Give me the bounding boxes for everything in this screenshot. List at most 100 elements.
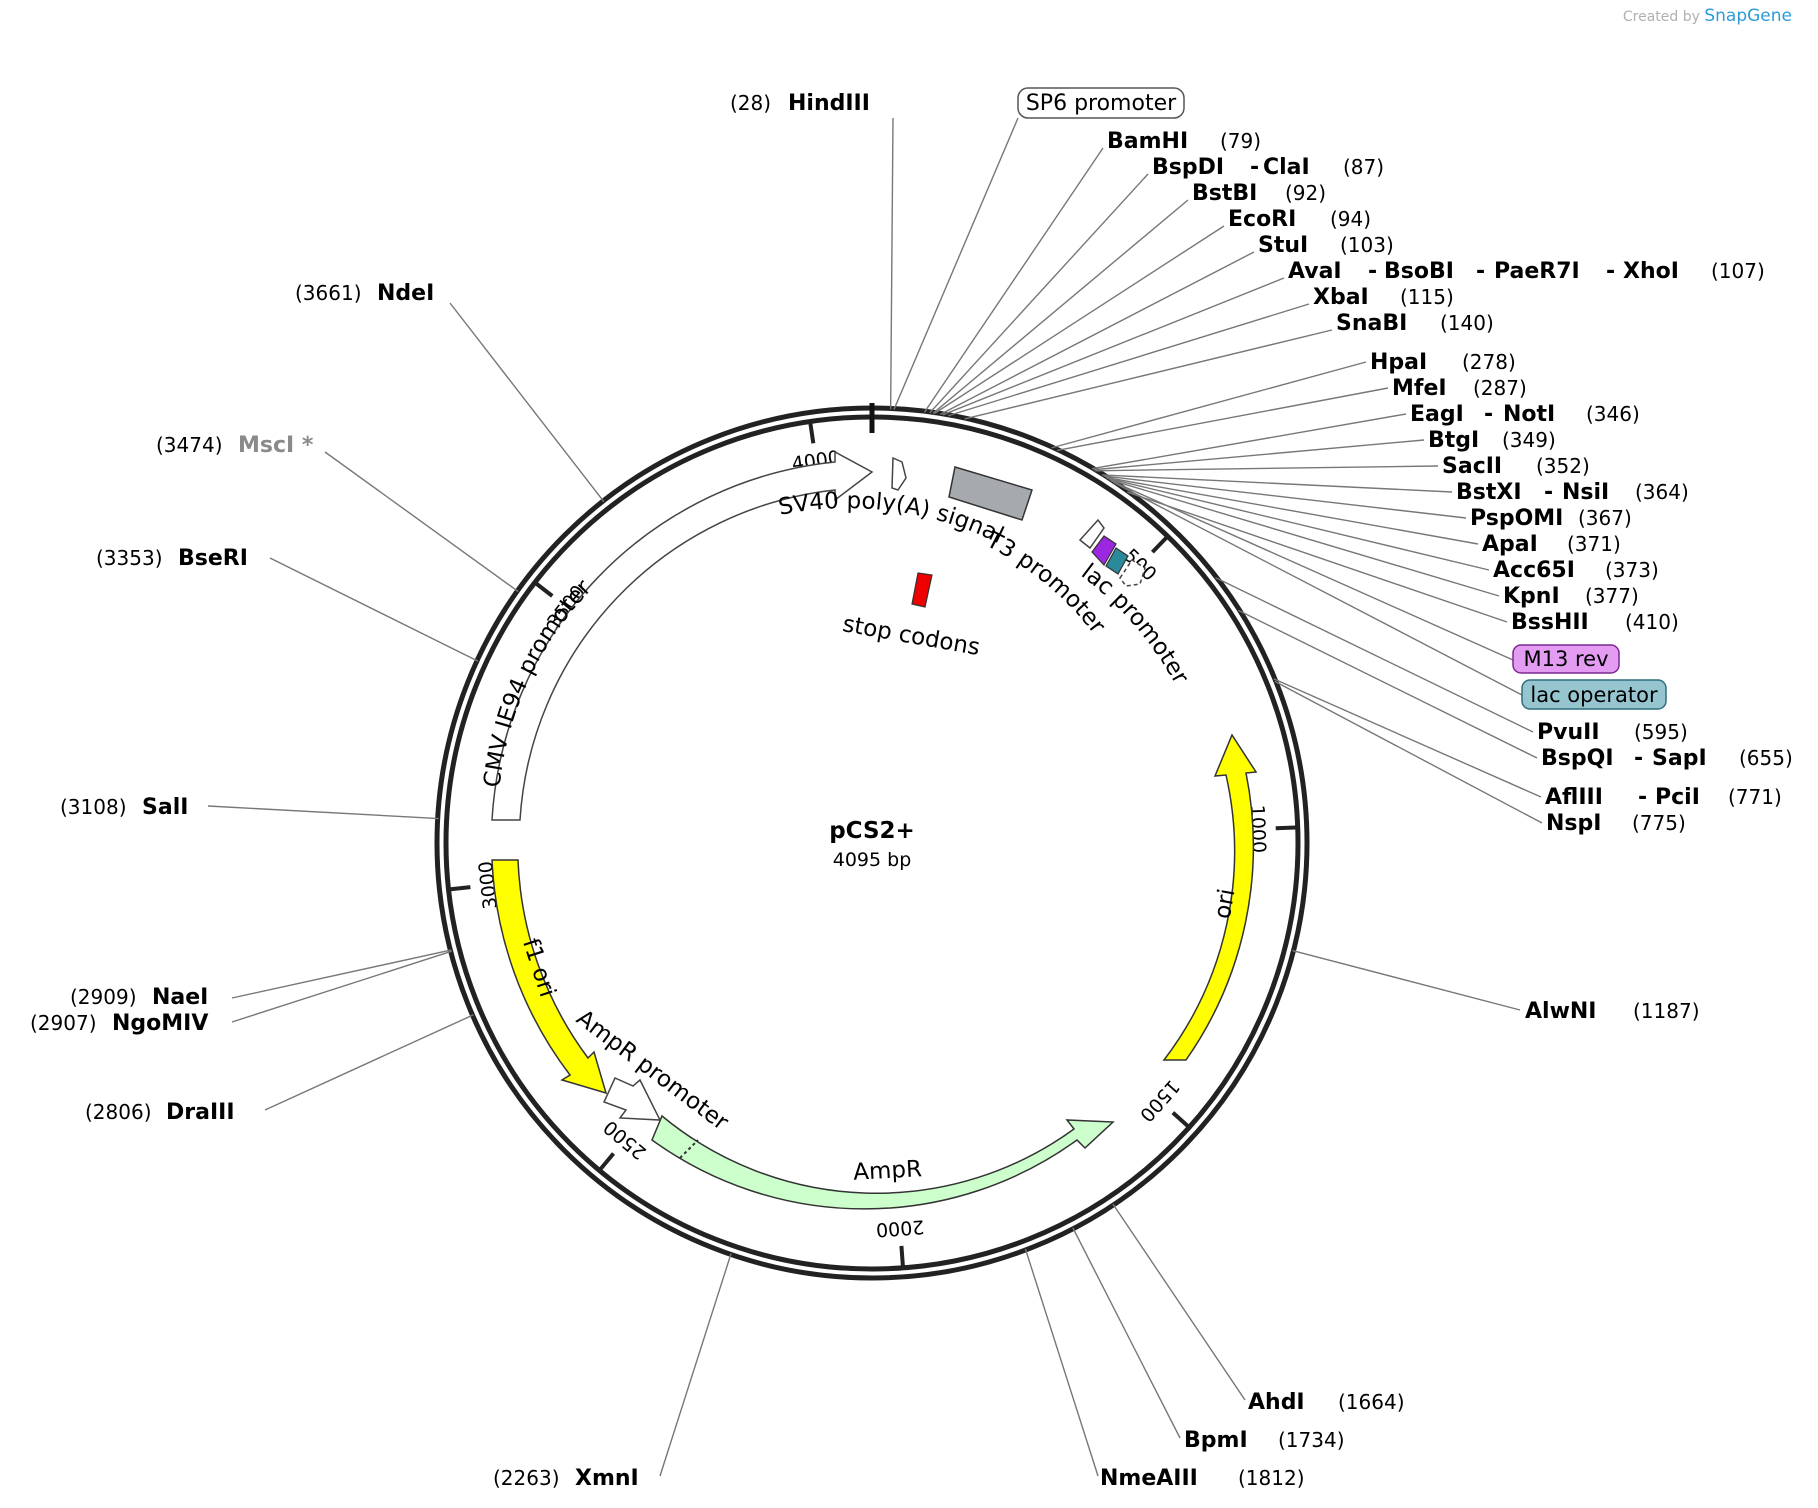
site-bamhi: BamHI [1107,129,1188,154]
site-leader-line [269,557,479,662]
site-sacii-pos: (352) [1536,454,1590,478]
site-pcii-pos: (771) [1728,785,1782,809]
site-leader-line [1072,1227,1181,1439]
lac-operator-tag: lac operator [1521,679,1667,710]
site-leader-line [1056,387,1389,452]
site-leader-line [264,1014,474,1111]
site-xmni-pos: (2263) [493,1466,560,1490]
ori-arrow [1162,733,1258,1061]
svg-text:-: - [1484,402,1493,427]
site-btgi: BtgI [1428,428,1479,453]
site-leader-lines [207,117,1543,1477]
m13-rev-box [1091,535,1117,567]
site-hindiii: HindIII [788,91,870,116]
site-xbai-pos: (115) [1400,285,1454,309]
tick-mark [808,423,816,444]
site-leader-line [1292,949,1521,1011]
site-msci-pos: (3474) [156,433,223,457]
site-nmeaiii-pos: (1812) [1238,1466,1305,1490]
snapgene-credit: Created by SnapGene [1623,6,1792,26]
scale-ticks: 5001000150020002500300035004000 [450,423,1296,1267]
site-leader-line [1105,476,1479,545]
site-btgi-pos: (349) [1502,428,1556,452]
site-leader-line [1274,680,1543,824]
site-hindiii-pos: (28) [730,91,771,115]
site-pvuii: PvuII [1537,720,1600,745]
credit-prefix: Created by [1622,9,1700,25]
site-bseri-pos: (3353) [96,546,163,570]
lac-operator-box [1105,547,1129,575]
site-pcii: PciI [1655,785,1700,810]
site-leader-line [1273,678,1542,798]
site-apai: ApaI [1482,532,1538,557]
site-naei: NaeI [152,985,208,1010]
site-sacii: SacII [1442,454,1502,479]
site-bstbi: BstBI [1192,181,1257,206]
site-leader-line [1091,413,1407,470]
site-leader-line [1024,1248,1099,1477]
site-ngomiv: NgoMIV [112,1011,208,1036]
svg-text:-: - [1476,259,1485,284]
site-ecori: EcoRI [1228,207,1296,232]
site-leader-line [1106,477,1490,571]
site-ngomiv-pos: (2907) [30,1011,97,1035]
svg-text:-: - [1368,259,1377,284]
site-leader-line [1238,609,1538,759]
site-bpmi-pos: (1734) [1278,1428,1345,1452]
site-bsobi: BsoBI [1384,259,1454,284]
site-mfei: MfeI [1392,376,1447,401]
svg-text:SP6 promoter: SP6 promoter [1026,91,1177,116]
site-sali-pos: (3108) [60,795,127,819]
site-pvuii-pos: (595) [1634,720,1688,744]
site-leader-line [207,805,439,820]
site-mfei-pos: (287) [1473,376,1527,400]
svg-text:lac operator: lac operator [1530,683,1658,707]
site-bpmi: BpmI [1184,1428,1248,1453]
site-ndei: NdeI [377,281,434,306]
svg-text:-: - [1606,259,1615,284]
site-hpai-pos: (278) [1462,350,1516,374]
site-leader-line [929,173,1149,414]
svg-text:-: - [1638,785,1647,810]
tick-mark [535,582,554,598]
site-alwni: AlwNI [1525,999,1597,1024]
ampr-label: AmpR [853,1156,923,1186]
feature-leader-line [1110,480,1514,661]
feature-leader-line [893,117,1019,410]
sp6-promoter-tag: SP6 promoter [1017,87,1185,119]
m13-rev-tag: M13 rev [1512,644,1620,674]
site-bspdi: BspDI [1152,155,1224,180]
tick-mark [1275,825,1296,831]
plasmid-name: pCS2+ [829,818,915,844]
sv40-polya-signal-box [948,466,1033,521]
tick-mark [899,1245,905,1267]
svg-text:-: - [1250,155,1259,180]
site-leader-line [932,199,1189,414]
site-draiii: DraIII [166,1100,235,1125]
site-clai-pos: (87) [1343,155,1384,179]
tick-mark [1150,536,1168,554]
svg-text:-: - [1544,480,1553,505]
site-sapi-pos: (655) [1739,746,1793,770]
tick-mark [450,885,471,892]
site-paer7i: PaeR7I [1494,259,1580,284]
tick-mark [599,1152,616,1171]
site-ecori-pos: (94) [1330,207,1371,231]
site-nspi: NspI [1546,811,1601,836]
site-nsii: NsiI [1562,480,1609,505]
cmv-ie94-promoter-arrow [491,450,874,821]
site-bspqi: BspQI [1541,746,1614,771]
tick-label: 2500 [599,1116,650,1164]
site-leader-line [889,117,894,410]
site-stui: StuI [1258,233,1308,258]
site-noti-pos: (346) [1586,402,1640,426]
site-noti: NotI [1503,402,1555,427]
plasmid-size: 4095 bp [833,849,912,871]
site-clai: ClaI [1263,155,1310,180]
site-xbai: XbaI [1313,285,1369,310]
site-xmni: XmnI [575,1466,639,1491]
site-leader-line [449,302,605,503]
site-apai-pos: (371) [1567,532,1621,556]
site-nmeaiii: NmeAIII [1100,1466,1198,1491]
backbone [434,403,1310,1281]
